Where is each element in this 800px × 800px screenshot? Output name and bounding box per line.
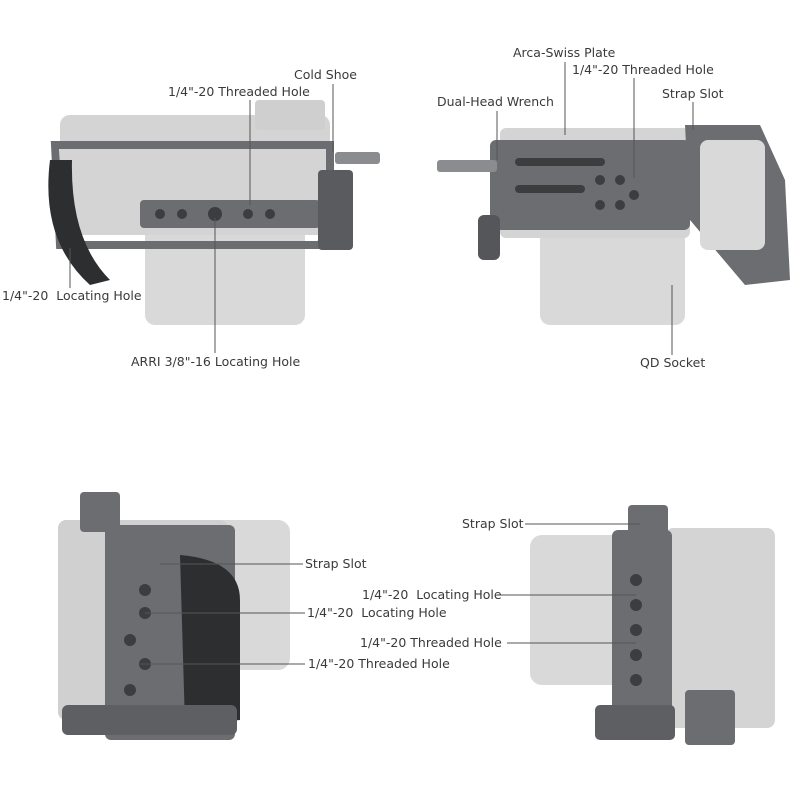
- label-br-threaded-hole: 1/4"-20 Threaded Hole: [360, 635, 502, 650]
- label-tr-strap-slot: Strap Slot: [662, 86, 724, 101]
- label-tr-threaded-hole: 1/4"-20 Threaded Hole: [572, 62, 714, 77]
- label-br-strap-slot: Strap Slot: [462, 516, 524, 531]
- label-arca-swiss-plate: Arca-Swiss Plate: [513, 45, 616, 60]
- label-bl-threaded-hole: 1/4"-20 Threaded Hole: [308, 656, 450, 671]
- bottom-right-camera-view: [530, 505, 775, 745]
- top-left-camera-view: [48, 100, 380, 325]
- label-bl-locating-hole: 1/4"-20 Locating Hole: [307, 605, 447, 620]
- label-qd-socket: QD Socket: [640, 355, 706, 370]
- top-right-camera-view: [437, 125, 790, 325]
- label-br-locating-hole: 1/4"-20 Locating Hole: [362, 587, 502, 602]
- label-tl-threaded-hole: 1/4"-20 Threaded Hole: [168, 84, 310, 99]
- label-bl-strap-slot: Strap Slot: [305, 556, 367, 571]
- bottom-left-camera-view: [58, 492, 290, 740]
- label-arri-locating-hole: ARRI 3/8"-16 Locating Hole: [131, 354, 301, 369]
- leader-lines: [69, 62, 694, 665]
- label-dual-head-wrench: Dual-Head Wrench: [437, 94, 554, 109]
- label-cold-shoe: Cold Shoe: [294, 67, 357, 82]
- label-tl-locating-hole: 1/4"-20 Locating Hole: [2, 288, 142, 303]
